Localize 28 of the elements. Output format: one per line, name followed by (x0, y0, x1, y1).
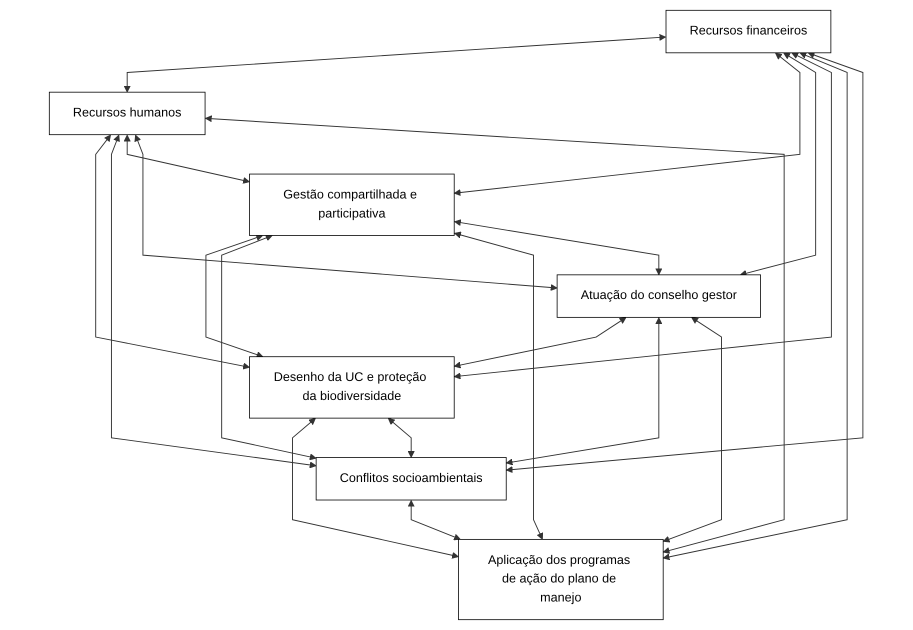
arrow (408, 500, 462, 540)
node-box: Desenho da UC e proteção da biodiversidade (250, 356, 455, 419)
node-box: Atuação do conselho gestor (557, 274, 762, 318)
arrow (663, 317, 722, 542)
arrow (292, 418, 460, 559)
node-box: Recursos humanos (49, 92, 206, 136)
arrow (454, 232, 544, 540)
arrow (111, 134, 317, 468)
node-box: Gestão compartilhada e participativa (250, 174, 455, 236)
arrow (388, 418, 416, 458)
arrow (506, 52, 864, 474)
arrow (96, 134, 250, 370)
arrow (740, 52, 817, 277)
arrow (206, 234, 264, 358)
node-box: Recursos financeiros (666, 10, 832, 54)
node-box: Aplicação dos programas de ação do plano de manejo (458, 538, 664, 620)
arrow (454, 52, 832, 380)
arrow (134, 134, 558, 291)
arrow (454, 317, 627, 368)
arrow (454, 52, 801, 196)
node-box: Conflitos socioambientais (316, 457, 508, 500)
arrow (124, 34, 666, 92)
arrow (205, 115, 786, 554)
arrow (506, 317, 663, 466)
arrow (222, 234, 317, 460)
arrow (454, 219, 663, 276)
arrow (663, 52, 848, 560)
arrow (124, 134, 250, 184)
